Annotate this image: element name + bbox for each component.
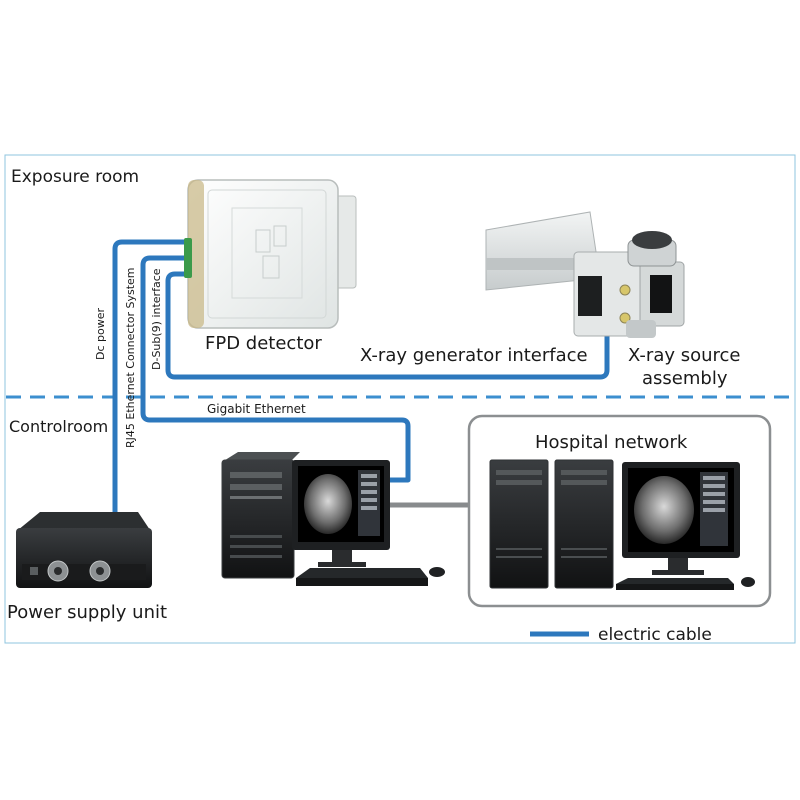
control-room-label: Controlroom <box>9 417 108 436</box>
dsub-interface-cable <box>165 271 610 380</box>
generator-interface-label: X-ray generator interface <box>360 345 588 366</box>
diagram-frame <box>4 154 796 644</box>
gigabit-ethernet-label: Gigabit Ethernet <box>207 402 306 416</box>
cables <box>112 239 610 518</box>
hospital-network-equipment <box>489 459 755 590</box>
xray-source-assembly <box>485 211 685 338</box>
dc-power-label: Dc power <box>94 308 107 360</box>
rj45-label: RJ45 Ethernet Connector System <box>124 267 137 448</box>
rj45-ethernet-cable <box>140 255 411 483</box>
fpd-detector-label: FPD detector <box>205 333 322 354</box>
legend-label: electric cable <box>598 625 712 645</box>
dc-power-cable <box>112 239 193 518</box>
power-supply-unit <box>16 512 152 588</box>
control-workstation <box>221 452 445 586</box>
hospital-network-label: Hospital network <box>535 432 688 453</box>
fpd-detector <box>184 179 357 329</box>
xray-source-label-2: assembly <box>642 368 728 389</box>
dsub-label: D-Sub(9) interface <box>150 268 163 370</box>
exposure-room-label: Exposure room <box>11 167 139 187</box>
xray-source-label-1: X-ray source <box>628 345 741 366</box>
power-supply-label: Power supply unit <box>7 602 167 623</box>
